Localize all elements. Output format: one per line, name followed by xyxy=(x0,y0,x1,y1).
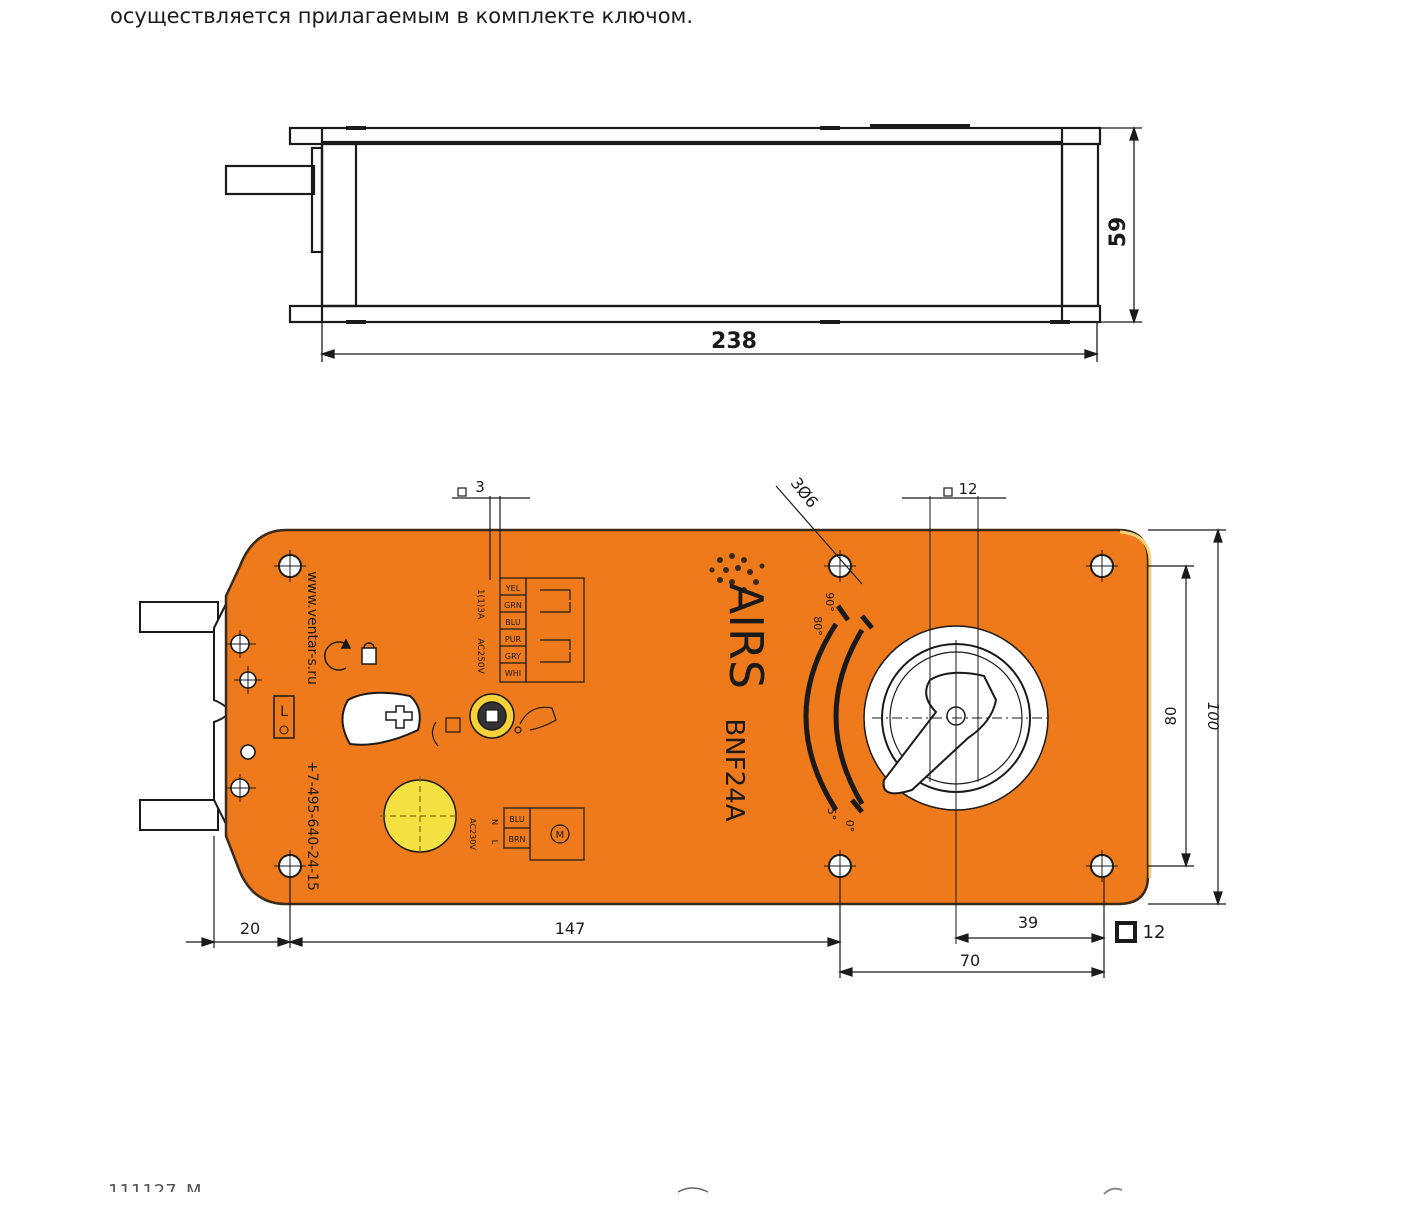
brand-label: AIRS xyxy=(719,583,773,689)
wiring-top-rating-1: 1(1)3A xyxy=(475,589,485,620)
wire-letter-n: N xyxy=(490,819,499,825)
top-view xyxy=(224,124,1102,324)
top-view-dimensions xyxy=(319,125,1142,362)
top-width-label: 238 xyxy=(711,329,757,354)
l-indicator-box xyxy=(273,695,295,739)
footer-logo-center-icon xyxy=(677,1187,709,1193)
intro-text: осуществляется прилагаемым в комплекте к… xyxy=(110,4,694,28)
dim-square-bottom: 12 xyxy=(1143,922,1166,943)
website-label: www.ventar-s.ru xyxy=(304,571,320,685)
footer-logos xyxy=(677,1187,1123,1195)
square-shaft-icon xyxy=(1115,921,1137,943)
top-view-bottom-rail xyxy=(288,304,1102,324)
dim-hole-distance: 147 xyxy=(555,919,586,938)
front-view: www.ventar-s.ru +7-495-640-24-15 L xyxy=(139,496,1152,944)
airs-logo: AIRS xyxy=(709,553,773,689)
phone-label: +7-495-640-24-15 xyxy=(304,761,320,891)
angle-0-label: 0° xyxy=(843,820,856,833)
wiring-diagram-top xyxy=(499,577,585,683)
upper-shaft xyxy=(139,601,219,633)
top-view-top-rail xyxy=(288,126,1102,146)
dim-left-offset: 20 xyxy=(240,919,260,938)
wiring-bottom-rating: AC230V xyxy=(468,818,477,850)
dim-inner-height: 80 xyxy=(1162,706,1180,725)
wiring-top-rating-2: AC250V xyxy=(475,638,485,674)
angle-90-label: 90° xyxy=(823,592,836,612)
release-button[interactable] xyxy=(380,776,460,856)
top-view-shaft xyxy=(224,164,316,196)
wire-color-5: GRY xyxy=(505,652,521,661)
dim-holes: 3Ø6 xyxy=(787,474,822,512)
front-view-dimensions xyxy=(186,485,1226,978)
angle-5-label: 5° xyxy=(825,808,838,821)
lock-icon xyxy=(324,638,377,671)
top-view-body xyxy=(320,140,1064,308)
footer-code: 111127 xyxy=(108,1181,177,1192)
svg-text:L: L xyxy=(280,704,288,720)
dim-outer-height: 100 xyxy=(1204,702,1222,731)
dim-square-small: 3 xyxy=(475,478,485,496)
wire-letter-l: L xyxy=(490,840,499,845)
footer-text: М xyxy=(186,1181,202,1192)
wire-color-1: YEL xyxy=(505,584,521,593)
wire-bottom-1: BLU xyxy=(509,815,525,824)
hand-icon xyxy=(514,706,557,734)
hex-key-socket[interactable] xyxy=(469,693,515,739)
page-footer: 111127 М xyxy=(0,1178,1406,1206)
wire-color-6: WHI xyxy=(505,669,521,678)
wiring-diagram-bottom xyxy=(503,807,585,861)
footer-logo-right-icon xyxy=(1103,1187,1123,1195)
manual-override-slot[interactable] xyxy=(341,691,421,746)
angle-scale xyxy=(803,622,865,812)
wire-color-4: PUR xyxy=(505,635,522,644)
angle-80-label: 80° xyxy=(811,616,824,636)
dim-square-top: 12 xyxy=(958,480,977,498)
wire-color-2: GRN xyxy=(504,601,522,610)
dim-right-distance: 70 xyxy=(960,951,980,970)
top-height-label: 59 xyxy=(1106,217,1131,248)
wire-color-3: BLU xyxy=(505,618,521,627)
lower-shaft xyxy=(139,799,219,831)
motor-symbol: M xyxy=(556,830,565,841)
dim-shaft-offset: 39 xyxy=(1018,913,1038,932)
plus-icon xyxy=(385,705,413,729)
wire-bottom-2: BRN xyxy=(508,835,525,844)
model-label: BNF24A xyxy=(719,718,749,821)
